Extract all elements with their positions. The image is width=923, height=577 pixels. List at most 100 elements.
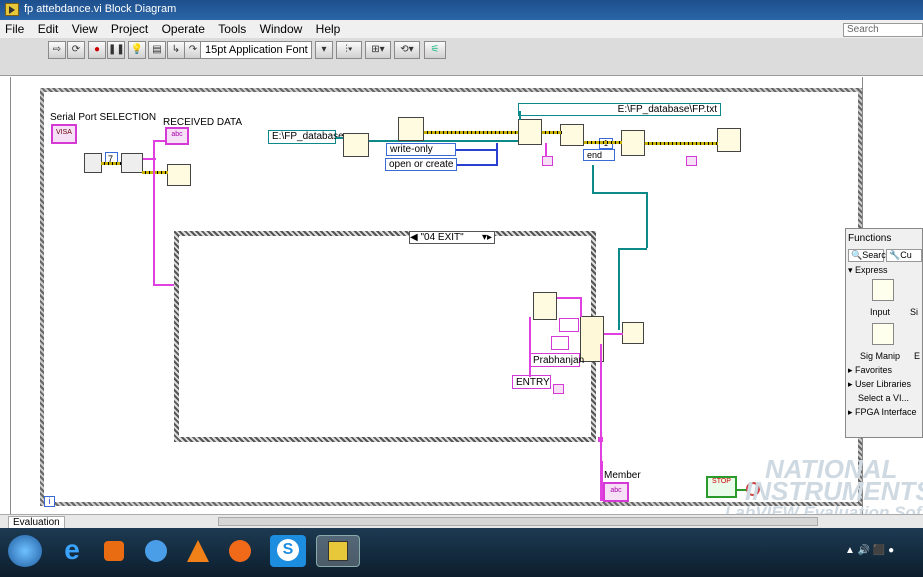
palette-favorites[interactable]: ▸ Favorites — [848, 365, 893, 375]
palette-fpga-interface[interactable]: ▸ FPGA Interface — [848, 407, 917, 417]
run-arrow-icon[interactable]: ⇨ — [48, 41, 66, 59]
system-tray[interactable]: ▲ 🔊 ⬛ ● — [845, 545, 895, 556]
case-next-icon[interactable]: ▾▸ — [481, 232, 492, 243]
palette-user-libraries[interactable]: ▸ User Libraries — [848, 379, 912, 389]
case-selector-label[interactable]: ◀ "04 EXIT" ▾▸ — [409, 231, 495, 244]
string-constant-empty[interactable] — [551, 336, 569, 350]
open-file-node[interactable] — [518, 119, 542, 145]
string-indicator-small[interactable] — [686, 156, 697, 166]
menu-view[interactable]: View — [71, 22, 98, 36]
retain-wire-values-icon[interactable]: ▤ — [148, 41, 166, 59]
wire-string — [600, 344, 602, 439]
entry-constant[interactable]: ENTRY — [512, 375, 551, 389]
open-create-constant[interactable]: open or create — [385, 158, 457, 171]
wire-refnum — [646, 192, 648, 236]
write-text-file-node[interactable] — [622, 322, 644, 344]
visa-configure-node[interactable] — [84, 153, 102, 173]
menu-operate[interactable]: Operate — [161, 22, 205, 36]
menu-help[interactable]: Help — [315, 22, 341, 36]
input-palette-label[interactable]: Input — [870, 307, 891, 317]
end-constant[interactable]: end — [583, 149, 615, 161]
skype-icon[interactable]: S — [270, 535, 306, 567]
wire-error — [142, 171, 168, 174]
path-constant[interactable]: E:\FP_database — [268, 130, 344, 144]
search-input[interactable]: Search — [843, 23, 923, 37]
stop-button-terminal[interactable]: STOP — [706, 476, 737, 498]
received-data-indicator[interactable]: abc — [165, 127, 189, 145]
case-prev-icon[interactable]: ◀ — [410, 232, 418, 243]
functions-palette[interactable]: Functions 🔍Search 🔧Cu ▾ Express Input Si… — [845, 228, 923, 438]
run-continuously-icon[interactable]: ⟳ — [67, 41, 85, 59]
signal-analysis-label[interactable]: Si — [910, 307, 919, 317]
start-button-icon[interactable] — [8, 535, 42, 567]
menu-tools[interactable]: Tools — [218, 22, 247, 36]
case-structure[interactable] — [174, 231, 596, 442]
highlight-execution-icon[interactable]: 💡 — [128, 41, 146, 59]
wrench-icon: 🔧 — [889, 250, 901, 260]
palette-customize-button[interactable]: 🔧Cu — [886, 249, 922, 262]
close-file-node[interactable] — [717, 128, 741, 152]
name-constant[interactable]: Prabhanjan — [529, 353, 584, 367]
labview-taskbar-icon[interactable] — [316, 535, 360, 567]
align-objects-icon[interactable]: ⫶▾ — [336, 41, 362, 59]
reorder-icon[interactable]: ⟲▾ — [394, 41, 420, 59]
wire-path — [369, 140, 519, 142]
sig-manip-label[interactable]: Sig Manip — [860, 351, 901, 361]
file-path-constant[interactable]: E:\FP_database\FP.txt — [518, 103, 721, 116]
palette-express-category[interactable]: ▾ Express — [848, 265, 888, 275]
format-date-time-node[interactable] — [533, 292, 557, 320]
visa-read-node[interactable] — [121, 153, 143, 173]
wire-string — [604, 333, 623, 335]
set-file-position-node[interactable] — [621, 130, 645, 156]
wire-error — [424, 131, 519, 134]
labview-app-icon — [5, 3, 19, 16]
watermark-line1: NATIONAL — [765, 454, 898, 484]
menu-project[interactable]: Project — [110, 22, 149, 36]
palette-select-vi[interactable]: Select a VI... — [858, 393, 910, 403]
string-indicator-small[interactable] — [542, 156, 553, 166]
wire-path — [336, 137, 344, 139]
palette-title: Functions — [848, 233, 892, 244]
error-handler-icon[interactable] — [398, 117, 424, 141]
wire-string — [153, 284, 176, 286]
string-constant-empty[interactable] — [559, 318, 579, 332]
abort-icon[interactable]: ● — [88, 41, 106, 59]
sig-manip-palette-icon[interactable] — [872, 323, 894, 345]
media-player-icon[interactable] — [96, 535, 132, 567]
step-into-icon[interactable]: ↳ — [167, 41, 185, 59]
vlc-icon[interactable] — [180, 535, 216, 567]
font-selector[interactable]: 15pt Application Font — [200, 41, 312, 59]
write-only-constant[interactable]: write-only — [386, 143, 456, 156]
wire-boolean — [737, 489, 747, 491]
menu-file[interactable]: File — [5, 22, 25, 36]
wire-refnum — [592, 165, 594, 193]
loop-condition-icon[interactable] — [746, 482, 760, 496]
menu-window[interactable]: Window — [259, 22, 303, 36]
firefox-icon[interactable] — [222, 535, 258, 567]
pause-icon[interactable]: ❚❚ — [107, 41, 125, 59]
visa-resource-terminal[interactable]: VISA — [51, 124, 77, 144]
distribute-objects-icon[interactable]: ⊞▾ — [365, 41, 391, 59]
horizontal-scrollbar[interactable] — [218, 517, 818, 526]
browser-icon[interactable] — [138, 535, 174, 567]
tunnel — [598, 437, 603, 442]
menu-edit[interactable]: Edit — [37, 22, 59, 36]
case-name: "04 EXIT" — [420, 232, 464, 243]
wire-refnum — [592, 192, 647, 194]
wire-string — [600, 442, 602, 462]
clean-up-diagram-icon[interactable]: ⚟ — [424, 41, 446, 59]
string-indicator-small[interactable] — [553, 384, 564, 394]
input-palette-icon[interactable] — [872, 279, 894, 301]
write-text-node[interactable] — [560, 124, 584, 146]
exec-control-label[interactable]: E — [914, 351, 921, 361]
palette-search-button[interactable]: 🔍Search — [848, 249, 891, 262]
wire-string — [153, 140, 165, 142]
font-dropdown-icon[interactable]: ▾ — [315, 41, 333, 59]
window-titlebar: fp attebdance.vi Block Diagram — [0, 0, 923, 20]
member-indicator[interactable]: abc — [603, 482, 629, 502]
internet-explorer-icon[interactable]: e — [64, 534, 80, 565]
build-path-node[interactable] — [343, 133, 369, 157]
wire-string — [529, 317, 531, 377]
error-handler-icon[interactable] — [167, 164, 191, 186]
wire-string — [600, 461, 603, 501]
